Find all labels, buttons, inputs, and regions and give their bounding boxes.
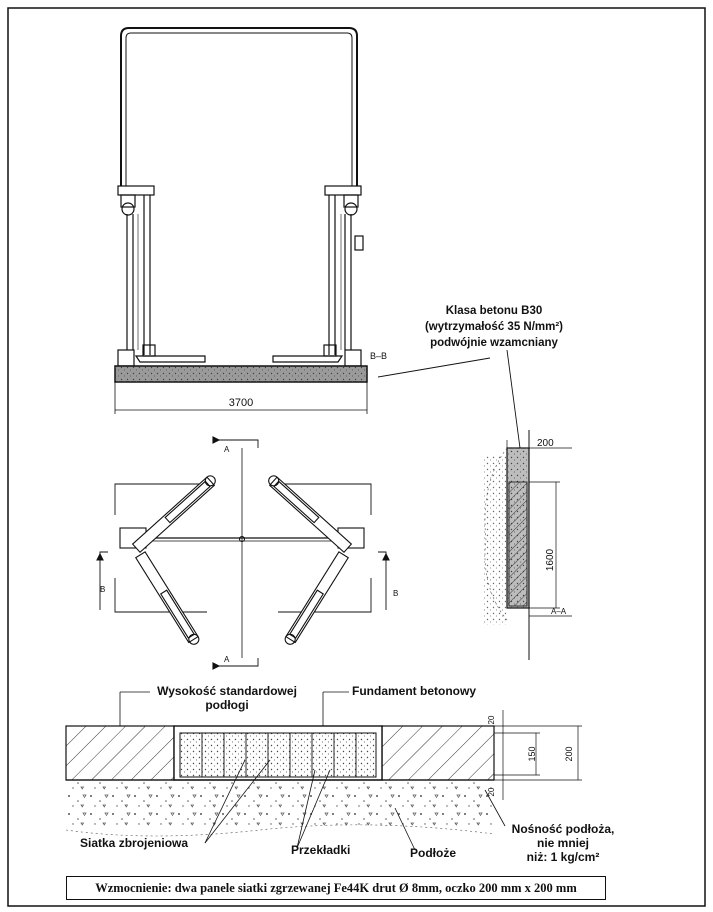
floor-height-label: Wysokość standardowej podłogi [152,684,302,712]
section-aa-label: A–A [551,607,567,616]
lift-plan-view [96,436,390,670]
bottom-cover-dimension: 20 [487,787,496,796]
slab-height-dimension: 1600 [545,548,556,571]
floor-height-label-line1: Wysokość standardowej [157,684,297,698]
section-bb-label: B–B [370,351,387,361]
concrete-class-label: Klasa betonu B30 [446,305,543,317]
page-border [7,7,706,907]
section-b-marker-right: B [393,589,398,598]
subgrade-label: Podłoże [410,846,457,860]
spacers-label: Przekładki [291,843,351,857]
floor-height-label-line2: podłogi [205,698,249,712]
section-a-marker-bottom: A [224,655,230,664]
foundation-depth-dimension: 200 [564,746,574,761]
soil-capacity-line3: niż: 1 kg/cm² [526,850,600,864]
concrete-strength-label: (wytrzymałość 35 N/mm²) [425,321,563,333]
width-dimension: 3700 [229,397,253,409]
soil-capacity-line2: nie mniej [536,836,589,850]
reinforcement-note: Wzmocnienie: dwa panele siatki zgrzewane… [95,880,577,895]
mesh-height-dimension: 150 [527,746,537,761]
foundation-section [65,691,582,851]
concrete-reinforcement-label: podwójnie wzamcniany [430,337,558,349]
lift-front-view [114,27,491,414]
soil-capacity-line1: Nośność podłoża, [511,822,615,836]
reinforcement-note-box: Wzmocnienie: dwa panele siatki zgrzewane… [66,876,606,900]
section-a-marker-top: A [224,445,230,454]
soil-capacity-label: Nośność podłoża, nie mniej niż: 1 kg/cm² [508,822,618,864]
slab-thickness-dimension: 200 [537,438,554,449]
section-b-marker-left: B [100,585,105,594]
reinforcement-mesh-label: Siatka zbrojeniowa [80,836,189,850]
top-cover-dimension: 20 [487,715,496,724]
section-aa-detail [484,349,572,660]
concrete-foundation-label: Fundament betonowy [352,684,476,698]
